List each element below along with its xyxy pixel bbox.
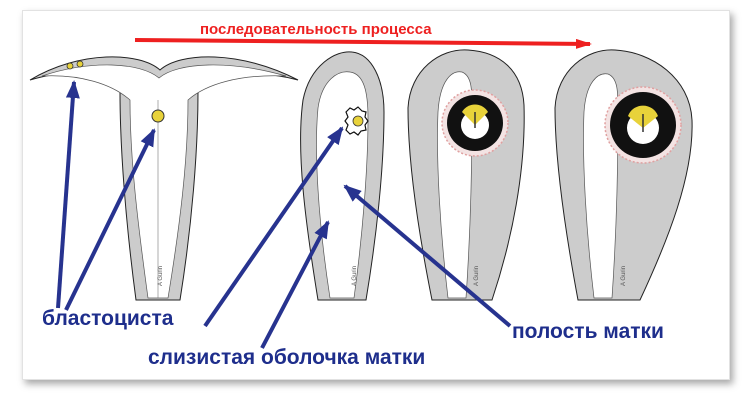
uterus-stage-2 bbox=[300, 51, 385, 301]
uterus-stage-3 bbox=[407, 49, 525, 301]
author-signature: A Gurin bbox=[474, 266, 480, 286]
author-signature: A Gurin bbox=[621, 266, 627, 286]
pointer-arrow-uterine-cavity bbox=[343, 184, 512, 328]
label-uterine-cavity: полость матки bbox=[512, 320, 664, 343]
process-arrow bbox=[134, 38, 592, 49]
pointer-arrow-blastocyst-implant bbox=[203, 126, 344, 328]
pointer-arrow-blastocyst-cavity bbox=[64, 128, 156, 311]
label-blastocyst: бластоциста bbox=[42, 307, 174, 330]
label-endometrium: слизистая оболочка матки bbox=[148, 346, 426, 369]
uterus-stage-4 bbox=[554, 49, 693, 301]
pointer-arrow-endometrium bbox=[260, 220, 330, 349]
blastocyst-in-tube bbox=[66, 62, 74, 70]
uterus-stage-1 bbox=[29, 56, 299, 301]
pointer-arrow-blastocyst-tube bbox=[56, 80, 80, 309]
author-signature: A Gurin bbox=[352, 266, 358, 286]
process-sequence-title: последовательность процесса bbox=[200, 21, 432, 38]
author-signature: A Gurin bbox=[158, 266, 164, 286]
uterine-cavity bbox=[41, 64, 287, 299]
blastocyst-in-cavity bbox=[151, 109, 165, 123]
uterus-outer-wall bbox=[554, 49, 693, 301]
